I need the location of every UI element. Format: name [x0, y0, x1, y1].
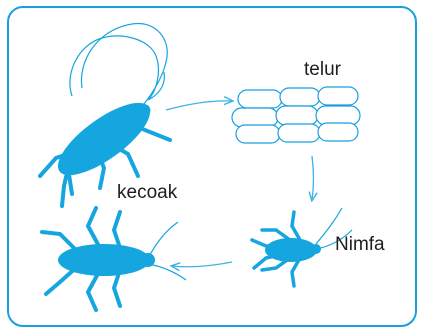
adult-label: kecoak: [117, 182, 177, 204]
nymph-label: Nimfa: [335, 234, 385, 256]
arrow-nymph-to-adult: [172, 262, 232, 267]
adult-cockroach-top: [40, 23, 170, 206]
arrow-egg-to-nymph: [312, 156, 314, 200]
arrow-adult-to-egg: [166, 101, 232, 110]
adult-cockroach-bottom: [42, 208, 186, 310]
egg-label: telur: [304, 59, 341, 81]
egg-cluster: [232, 87, 360, 143]
